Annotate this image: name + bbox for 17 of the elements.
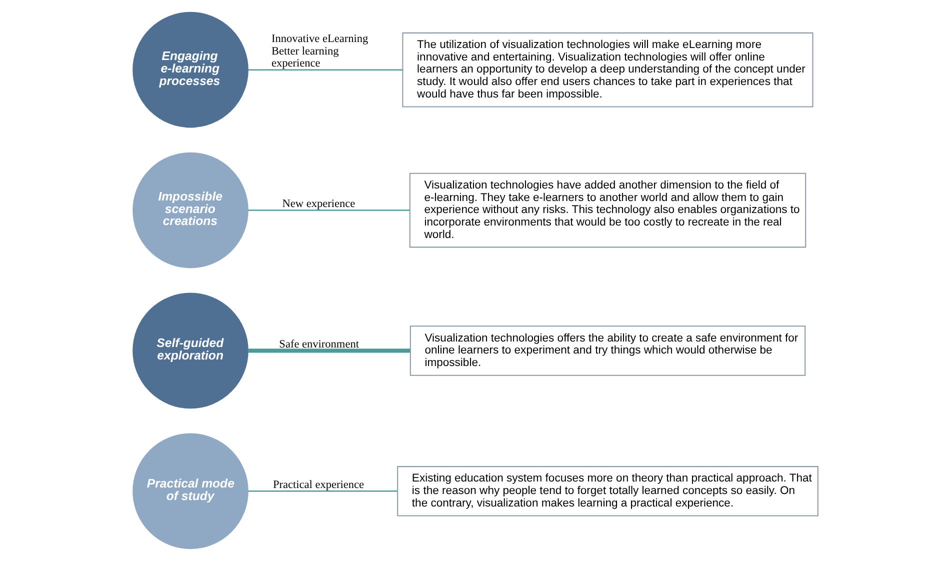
node-label: New experience [282,198,356,210]
node-box: Visualization technologies offers the ability to create a safe environment for online learners to experiment and try things which would otherwise be impossible. [410,326,806,376]
node-circle: Engaging e-learning processes [132,12,248,128]
node-circle: Impossible scenario creations [132,152,248,268]
connector [248,348,410,353]
connector [248,69,402,70]
connector [248,490,398,492]
node-circle: Practical mode of study [132,433,248,550]
node-box: Visualization technologies have added another dimension to the field of e-learning. They take e-learners to another world and allow them to gain experience without any risks. This technology also enables organizations to incorporate environments that would be too costly to recreate in the real world. [409,172,806,248]
node-label: Innovative eLearning [271,32,368,45]
connector [248,210,410,211]
node-label: Better learning experience [271,45,339,70]
node-box: The utilization of visualization technologies will make eLearning more innovative and entertaining. Visualization technologies will offer online learners an opportunity to develop a deep understanding of the concept under study. It would also offer end users chances to take part in experiences that would have thus far been impossible. [402,32,814,108]
node-circle: Self-guided exploration [132,292,248,409]
node-label: Safe environment [279,338,359,350]
node-box: Existing education system focuses more on theory than practical approach. That is the reason why people tend to forget totally learned concepts so easily. On the contrary, visualization makes learning a practical experience. [397,466,818,516]
node-label: Practical experience [273,478,364,491]
